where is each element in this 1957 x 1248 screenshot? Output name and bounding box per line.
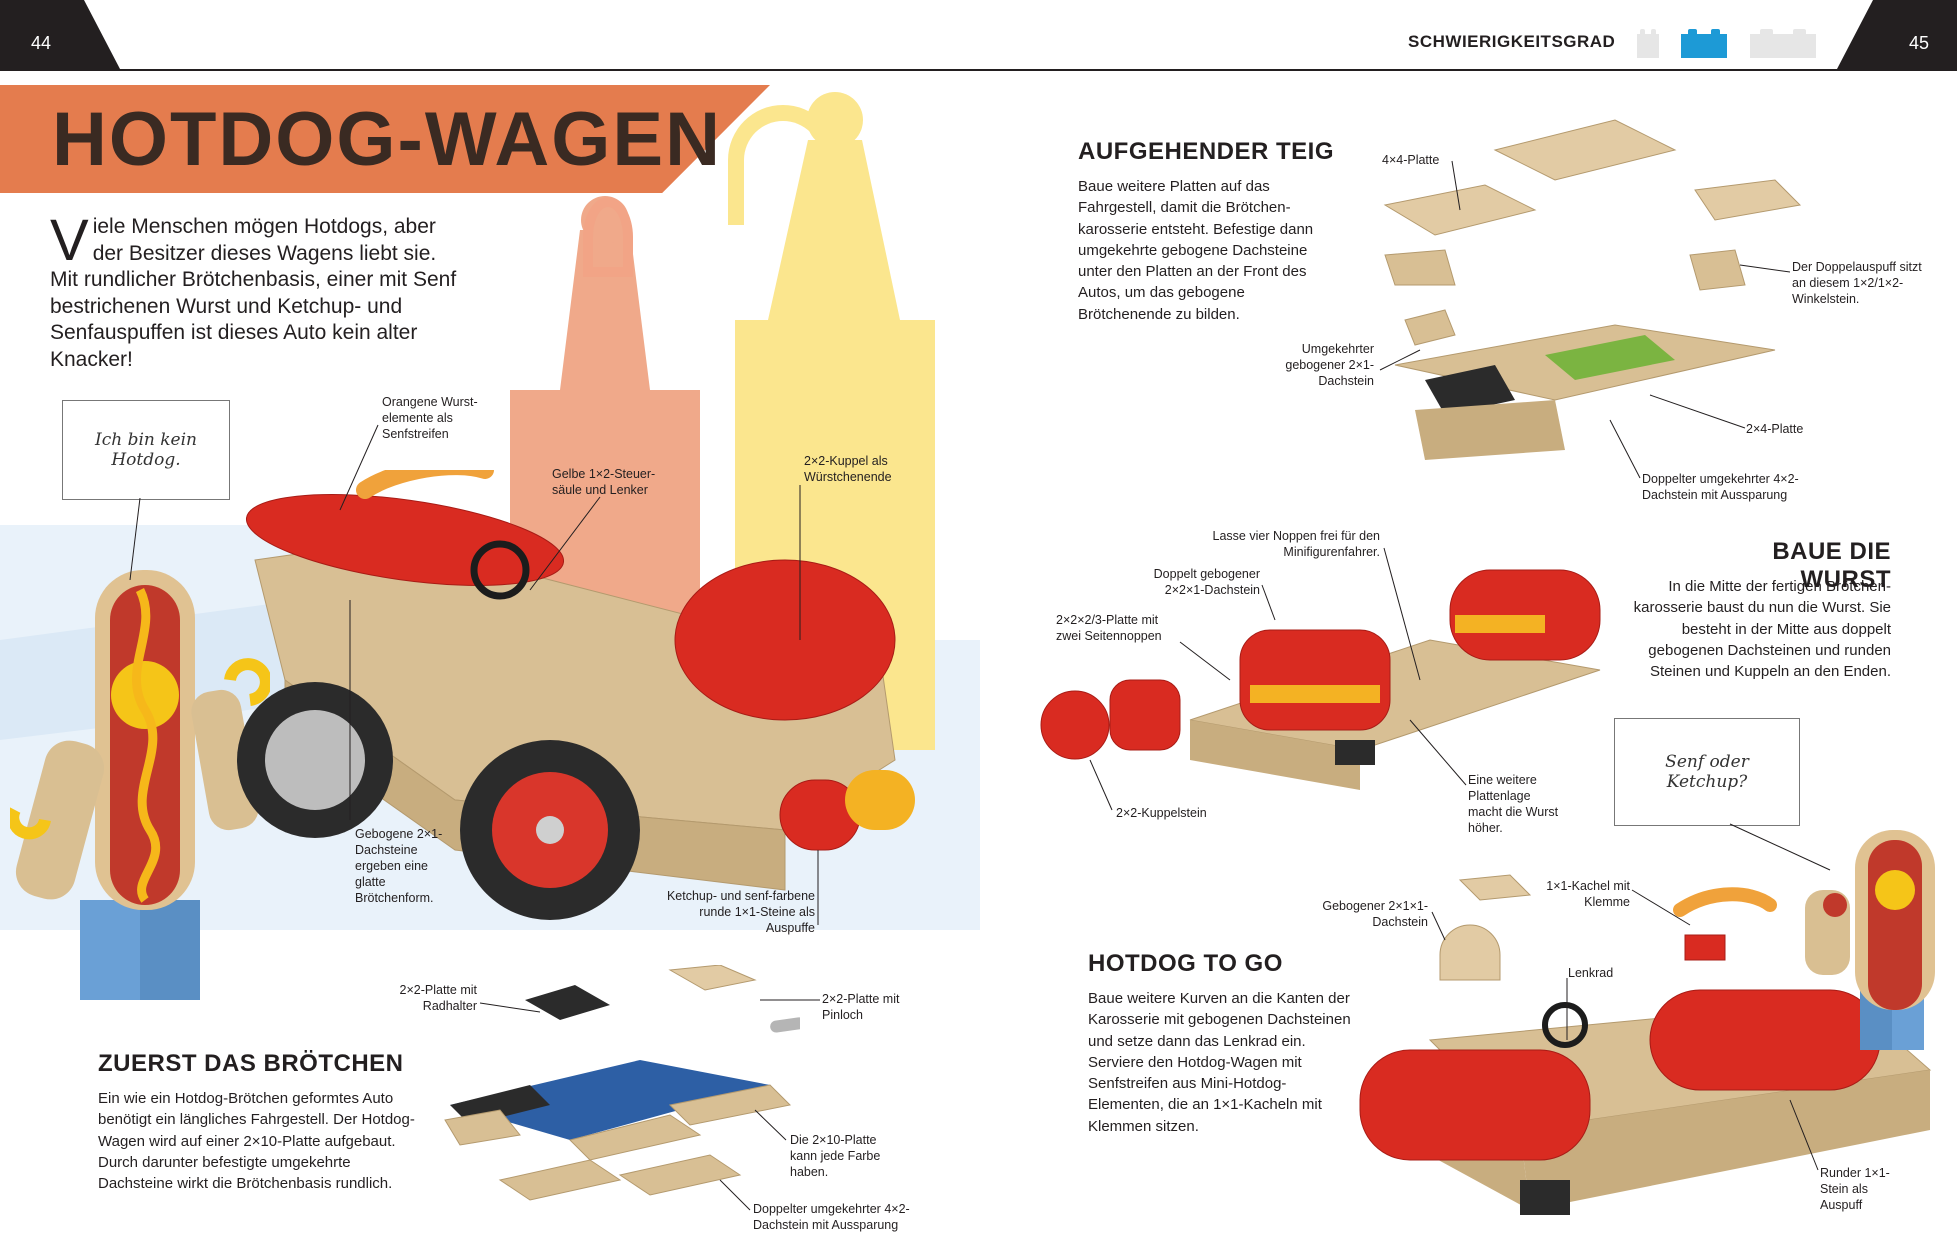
speech-text-left: Ich bin kein Hotdog.: [94, 430, 197, 470]
intro-text: iele Menschen mögen Hotdogs, aber der Be…: [50, 215, 457, 371]
difficulty-brick-hard: [1750, 29, 1816, 58]
label-doppelauspuff: Der Doppelauspuff sitzt an diesem 1×2/1×…: [1792, 260, 1922, 306]
label-lenkrad: Lenkrad: [1568, 966, 1614, 980]
difficulty-brick-medium: [1681, 29, 1727, 58]
label-pinloch: 2×2-Platte mit Pinloch: [822, 992, 900, 1022]
label-seitennoppen: 2×2×2/3-Platte mit zwei Seitennoppen: [1056, 613, 1162, 643]
label-wurst-elemente: Orangene Wurst-elemente als Senfstreifen: [382, 395, 478, 441]
hotdog-car-main: [237, 470, 915, 920]
heading-teig: AUFGEHENDER TEIG: [1078, 138, 1335, 165]
label-steuersaeule: Gelbe 1×2-Steuer-säule und Lenker: [552, 467, 656, 497]
hotdog-minifigure-right: [1805, 830, 1935, 1050]
heading-togo: HOTDOG TO GO: [1088, 950, 1283, 977]
speech-bubble-right: Senf oder Ketchup?: [1614, 718, 1800, 826]
speech-text-right: Senf oder Ketchup?: [1665, 752, 1749, 792]
difficulty-brick-easy: [1637, 29, 1659, 58]
header-rule: [0, 69, 1957, 71]
label-noppen: Lasse vier Noppen frei für den Minifigur…: [1212, 529, 1380, 559]
body-teig: Baue weitere Platten auf das Fahrgestell…: [1078, 178, 1314, 323]
sausage-exploded-view: [1040, 569, 1601, 790]
speech-bubble-left: Ich bin kein Hotdog.: [62, 400, 230, 500]
heading-broetchen: ZUERST DAS BRÖTCHEN: [98, 1050, 404, 1077]
ketchup-cap-icon: [583, 197, 633, 277]
hotdog-minifigure-left: [10, 570, 270, 1000]
label-doppelter: Doppelter umgekehrter 4×2-Dachstein mit …: [1642, 472, 1799, 502]
label-aussparung: Doppelter umgekehrter 4×2-Dachstein mit …: [753, 1202, 910, 1232]
label-kuppel: 2×2-Kuppel als Würstchenende: [804, 454, 892, 484]
body-broetchen: Ein wie ein Hotdog-Brötchen geformtes Au…: [98, 1090, 415, 1193]
label-farbe: Die 2×10-Platte kann jede Farbe haben.: [790, 1133, 881, 1179]
label-plattenlage: Eine weitere Plattenlage macht die Wurst…: [1468, 773, 1559, 835]
label-radhalter: 2×2-Platte mit Radhalter: [399, 983, 477, 1013]
body-wurst: In die Mitte der fertigen Brötchen-karos…: [1633, 578, 1891, 681]
label-kachel: 1×1-Kachel mit Klemme: [1546, 879, 1630, 909]
label-auspuffe: Ketchup- und senf-farbene runde 1×1-Stei…: [666, 889, 815, 935]
label-gebogener: Gebogener 2×1×1-Dachstein: [1322, 899, 1428, 929]
body-togo: Baue weitere Kurven an die Kanten der Ka…: [1088, 990, 1351, 1135]
intro-dropcap: V: [50, 208, 89, 273]
label-dachsteine: Gebogene 2×1-Dachsteine ergeben eine gla…: [355, 827, 443, 905]
chassis-exploded-view: [444, 965, 800, 1201]
title-banner: [0, 85, 770, 193]
heading-wurst: BAUE DIE WURST: [1772, 538, 1891, 593]
label-kuppelstein: 2×2-Kuppelstein: [1116, 806, 1207, 820]
label-doppelt-gebogen: Doppelt gebogener 2×2×1-Dachstein: [1153, 567, 1260, 597]
label-runder: Runder 1×1-Stein als Auspuff: [1820, 1166, 1890, 1212]
difficulty-label: SCHWIERIGKEITSGRAD: [1408, 32, 1616, 51]
label-umgekehrter: Umgekehrter gebogener 2×1-Dachstein: [1285, 342, 1374, 388]
label-platte4x4: 4×4-Platte: [1382, 153, 1440, 167]
page-title: HOTDOG-WAGEN: [52, 97, 722, 182]
finished-car-view: [1359, 874, 1932, 1215]
label-platte2x4: 2×4-Platte: [1746, 422, 1804, 436]
